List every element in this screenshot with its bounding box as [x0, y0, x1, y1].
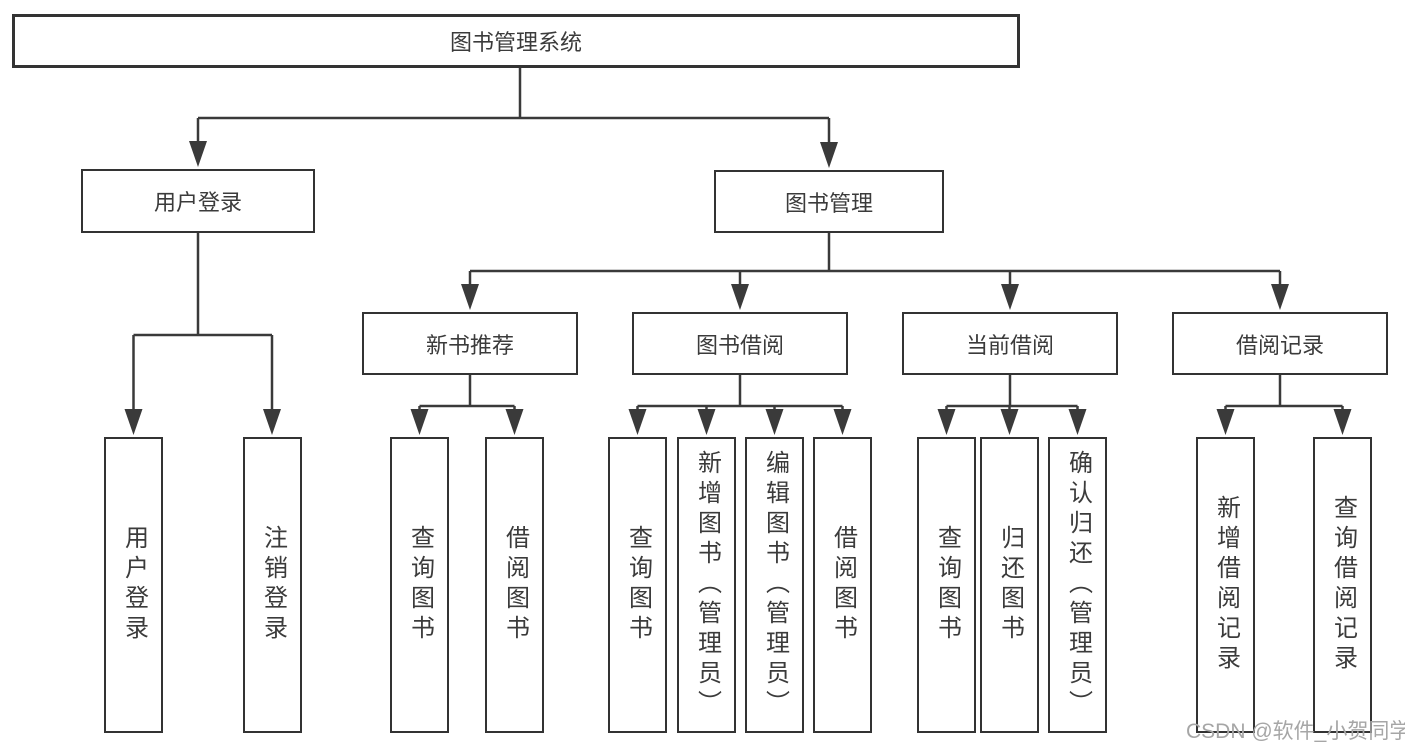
- leaf-edit-books-admin: 编辑图书（管理员）: [745, 437, 804, 733]
- node-book-management: 图书管理: [714, 170, 944, 233]
- arrowheads: [124, 141, 1352, 435]
- leaf-borrow-books-recommend-label: 借阅图书: [501, 525, 529, 645]
- leaf-query-books-current: 查询图书: [917, 437, 976, 733]
- leaf-confirm-return-admin: 确认归还（管理员）: [1048, 437, 1107, 733]
- leaf-add-books-admin-label: 新增图书（管理员）: [693, 450, 721, 720]
- leaf-query-books-recommend-label: 查询图书: [406, 525, 434, 645]
- leaf-query-books-borrowing: 查询图书: [608, 437, 667, 733]
- node-book-borrowing: 图书借阅: [632, 312, 848, 375]
- node-current-borrowing: 当前借阅: [902, 312, 1118, 375]
- leaf-logout-label: 注销登录: [259, 525, 287, 645]
- csdn-watermark: CSDN @软件_小贺同学: [1186, 720, 1405, 743]
- leaf-add-borrow-record-label: 新增借阅记录: [1212, 495, 1240, 675]
- leaf-add-borrow-record: 新增借阅记录: [1196, 437, 1255, 733]
- leaf-query-books-recommend: 查询图书: [390, 437, 449, 733]
- leaf-borrow-books-recommend: 借阅图书: [485, 437, 544, 733]
- node-library-management-system: 图书管理系统: [12, 14, 1020, 68]
- leaf-user-login-label: 用户登录: [120, 525, 148, 645]
- leaf-query-books-borrowing-label: 查询图书: [624, 525, 652, 645]
- leaf-query-borrow-record: 查询借阅记录: [1313, 437, 1372, 733]
- leaf-user-login: 用户登录: [104, 437, 163, 733]
- leaf-borrow-books-borrowing-label: 借阅图书: [829, 525, 857, 645]
- node-user-login: 用户登录: [81, 169, 315, 233]
- leaf-logout: 注销登录: [243, 437, 302, 733]
- leaf-confirm-return-admin-label: 确认归还（管理员）: [1064, 450, 1092, 720]
- leaf-borrow-books-borrowing: 借阅图书: [813, 437, 872, 733]
- leaf-query-borrow-record-label: 查询借阅记录: [1329, 495, 1357, 675]
- leaf-edit-books-admin-label: 编辑图书（管理员）: [761, 450, 789, 720]
- leaf-return-books-label: 归还图书: [996, 525, 1024, 645]
- leaf-add-books-admin: 新增图书（管理员）: [677, 437, 736, 733]
- node-new-book-recommendation: 新书推荐: [362, 312, 578, 375]
- leaf-return-books: 归还图书: [980, 437, 1039, 733]
- node-borrowing-records: 借阅记录: [1172, 312, 1388, 375]
- leaf-query-books-current-label: 查询图书: [933, 525, 961, 645]
